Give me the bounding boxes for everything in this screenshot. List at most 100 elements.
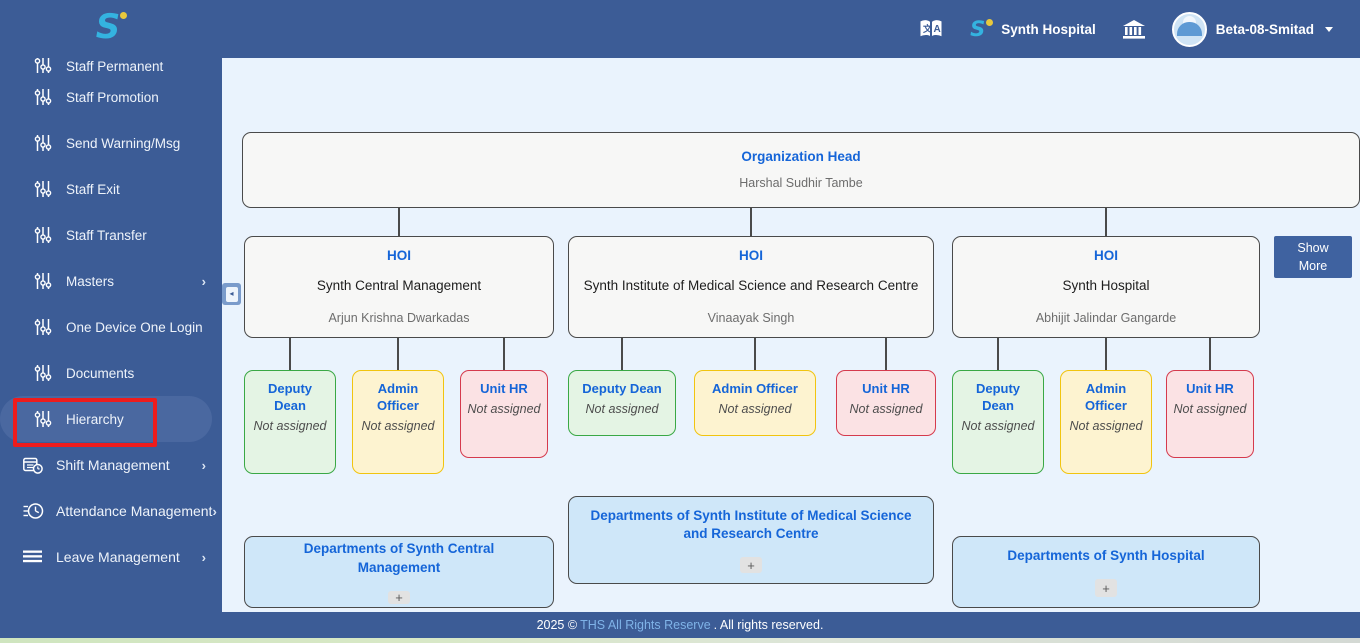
add-department-button[interactable]: +: [740, 557, 762, 573]
brand-logo[interactable]: S: [0, 0, 222, 58]
departments-title: Departments of Synth Central Management: [303, 541, 495, 575]
translate-button[interactable]: 文 A: [905, 0, 957, 58]
organization-head-person: Harshal Sudhir Tambe: [739, 175, 863, 190]
avatar-body: [1176, 22, 1202, 36]
unit-role-label: HOI: [1093, 248, 1118, 264]
show-more-line-2: More: [1298, 259, 1328, 273]
chevron-right-icon: ›: [212, 503, 217, 519]
sidebar-item-shift-management[interactable]: Shift Management ›: [0, 442, 222, 488]
role-assignment-status: Not assigned: [361, 418, 435, 433]
unit-node-1[interactable]: HOI Synth Institute of Medical Science an…: [568, 236, 934, 338]
institution-icon: [1122, 18, 1146, 40]
role-title: Unit HR: [862, 381, 910, 396]
sliders-icon: [32, 226, 54, 244]
unit-person-label: Vinaayak Singh: [707, 310, 795, 325]
connector-root-to-unit-1: [750, 208, 752, 236]
org-selector[interactable]: S Synth Hospital: [957, 0, 1109, 58]
unit-name-label: Synth Hospital: [1062, 278, 1150, 294]
role-title: Deputy Dean: [975, 381, 1021, 413]
sidebar-item-leave-management[interactable]: Leave Management ›: [0, 534, 222, 580]
top-bar: S 文 A S Synth Hospital: [0, 0, 1360, 58]
add-department-button[interactable]: +: [388, 590, 410, 604]
sidebar-item-documents[interactable]: Documents: [0, 350, 222, 396]
org-logo-letter: S: [970, 16, 986, 41]
sidebar-item-staff-transfer[interactable]: Staff Transfer: [0, 212, 222, 258]
footer-link[interactable]: THS All Rights Reserve: [580, 618, 711, 632]
org-logo-icon: S: [970, 16, 994, 41]
sidebar-item-staff-promotion[interactable]: Staff Promotion: [0, 74, 222, 120]
sliders-icon: [32, 318, 54, 336]
departments-node-1[interactable]: Departments of Synth Institute of Medica…: [568, 496, 934, 584]
connector-unit-1-role-1: [754, 338, 756, 370]
connector-unit-0-role-1: [397, 338, 399, 370]
translate-icon: 文 A: [918, 17, 944, 41]
sidebar-item-hierarchy[interactable]: Hierarchy: [0, 396, 212, 447]
sidebar-collapse-toggle[interactable]: ◂: [222, 283, 241, 305]
list-lines-icon: [22, 550, 44, 564]
chevron-right-icon: ›: [201, 457, 206, 473]
sidebar-item-label: Attendance Management: [56, 503, 213, 519]
sidebar-item-label: Masters: [66, 273, 115, 289]
sliders-icon: [32, 88, 54, 106]
sidebar-item-label: Leave Management: [56, 549, 180, 565]
departments-node-0[interactable]: Departments of Synth Central Management +: [244, 536, 554, 608]
departments-node-2[interactable]: Departments of Synth Hospital +: [952, 536, 1260, 608]
connector-unit-0-role-0: [289, 338, 291, 370]
footer-suffix: . All rights reserved.: [713, 618, 824, 632]
sliders-icon: [32, 134, 54, 152]
org-logo-dot: [986, 18, 994, 26]
brand-logo-dot: [120, 11, 128, 19]
departments-title: Departments of Synth Hospital: [1007, 548, 1205, 563]
sidebar-item-label: Shift Management: [56, 457, 170, 473]
sliders-icon: [32, 56, 54, 74]
unit-name-label: Synth Institute of Medical Science and R…: [583, 278, 919, 294]
role-assignment-status: Not assigned: [718, 401, 792, 416]
sliders-icon: [32, 364, 54, 382]
sidebar-item-one-device-one-login[interactable]: One Device One Login: [0, 304, 222, 350]
sidebar-item-label: Staff Promotion: [66, 89, 159, 105]
sidebar-item-masters[interactable]: Masters›: [0, 258, 222, 304]
chevron-right-icon: ›: [201, 549, 206, 565]
chevron-down-icon: [1325, 26, 1333, 32]
institution-button[interactable]: [1109, 0, 1159, 58]
top-bar-right: 文 A S Synth Hospital: [905, 0, 1360, 58]
bottom-strip: [0, 638, 1360, 643]
sliders-icon: [32, 180, 54, 198]
sidebar-item-label: One Device One Login: [66, 319, 203, 335]
sidebar-item-send-warning-msg[interactable]: Send Warning/Msg: [0, 120, 222, 166]
role-title: Admin Officer: [1085, 381, 1127, 413]
connector-unit-2-role-0: [997, 338, 999, 370]
unit-role-label: HOI: [738, 248, 763, 264]
footer: 2025 © THS All Rights Reserve . All righ…: [0, 612, 1360, 638]
sidebar-item-staff-exit[interactable]: Staff Exit: [0, 166, 222, 212]
sidebar-item-label: Staff Exit: [66, 181, 120, 197]
connector-unit-1-role-0: [621, 338, 623, 370]
user-menu[interactable]: Beta-08-Smitad: [1159, 0, 1346, 58]
unit-role-label: HOI: [386, 248, 411, 264]
sidebar-item-attendance-management[interactable]: Attendance Management›: [0, 488, 222, 534]
sidebar-item-staff-permanent[interactable]: Staff Permanent: [0, 44, 222, 74]
chevron-left-icon: ◂: [225, 286, 238, 302]
show-more-line-1: Show: [1297, 240, 1329, 255]
role-assignment-status: Not assigned: [1069, 418, 1143, 433]
sidebar-item-label: Send Warning/Msg: [66, 135, 181, 151]
add-department-button[interactable]: +: [1095, 579, 1117, 597]
role-title: Admin Officer: [712, 381, 798, 396]
